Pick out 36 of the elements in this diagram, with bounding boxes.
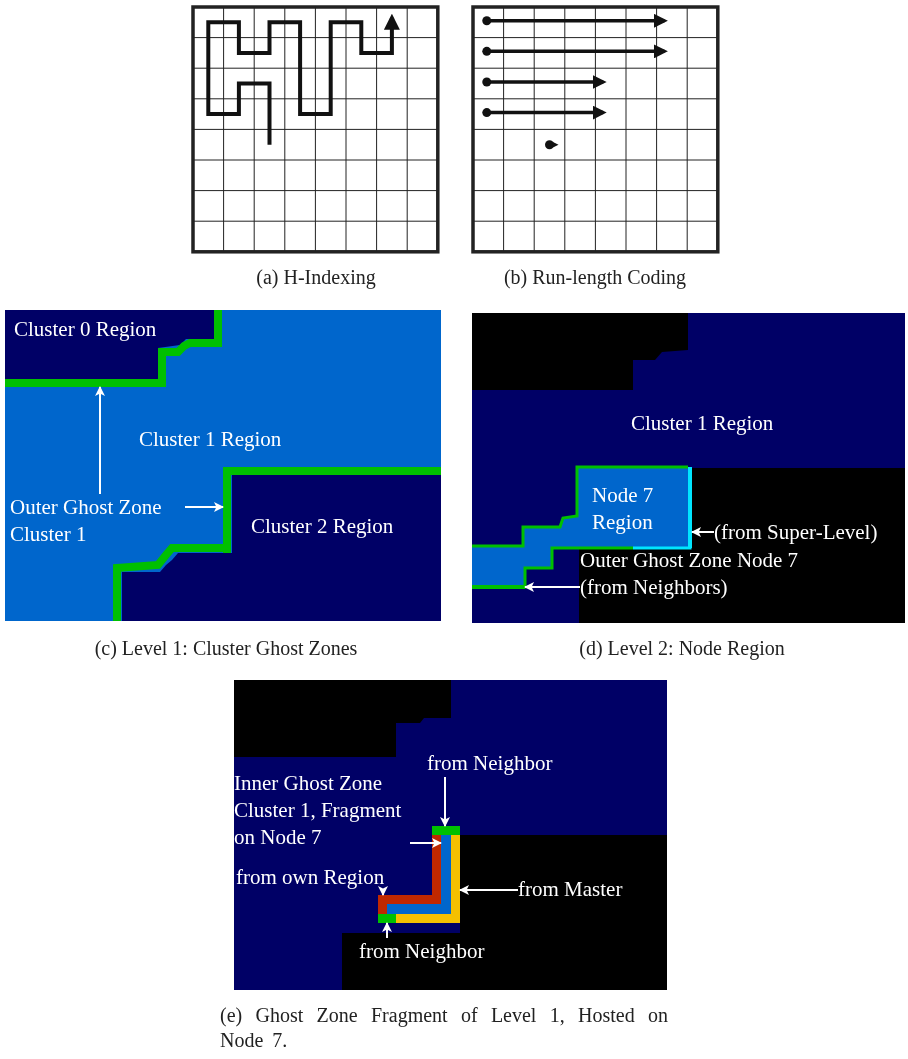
figure-caption: (c) Level 1: Cluster Ghost Zones [93, 636, 359, 661]
annotation-text: Outer Ghost Zone Cluster 1 [10, 494, 185, 548]
figure-caption: (a) H-Indexing [255, 265, 377, 290]
ghost-zone-band [378, 914, 396, 923]
annotation-text: from Neighbor [359, 938, 509, 965]
arrow [382, 922, 392, 939]
arrow [440, 776, 450, 827]
ghost-zone-band [451, 835, 460, 923]
region-label: Node 7 Region [592, 482, 655, 536]
region-label: Cluster 2 Region [251, 513, 395, 540]
arrow [378, 886, 388, 896]
arrow [691, 527, 715, 537]
arrow [184, 502, 224, 512]
region-label: Cluster 1 Region [631, 410, 775, 437]
region-label: Cluster 1 Region [139, 426, 283, 453]
arrow [459, 885, 519, 895]
figure-caption: (b) Run-length Coding [502, 265, 688, 290]
figure-caption: (e) Ghost Zone Fragment of Level 1, Hosted on Node 7. [220, 1003, 668, 1053]
annotation-text: from Master [518, 876, 648, 903]
annotation-text: (from Super-Level) [714, 519, 904, 546]
annotation-text: from own Region [236, 864, 411, 891]
region-label: Cluster 0 Region [14, 316, 158, 343]
arrow [95, 386, 105, 495]
region-label: Outer Ghost Zone Node 7 [580, 547, 800, 574]
ghost-zone-band [688, 467, 692, 548]
ghost-zone-band [441, 835, 451, 914]
annotation-text: from Neighbor [427, 750, 577, 777]
annotation-text: (from Neighbors) [580, 574, 750, 601]
ghost-zone-band [378, 895, 441, 904]
annotation-text: Inner Ghost Zone Cluster 1, Fragment on Node 7 [234, 770, 410, 851]
ghost-zone-band [432, 826, 460, 835]
ghost-zone-band [472, 585, 525, 589]
arrow [409, 838, 442, 848]
arrow [524, 582, 581, 592]
ghost-zone-band [5, 379, 162, 387]
figure-caption: (d) Level 2: Node Region [578, 636, 786, 661]
